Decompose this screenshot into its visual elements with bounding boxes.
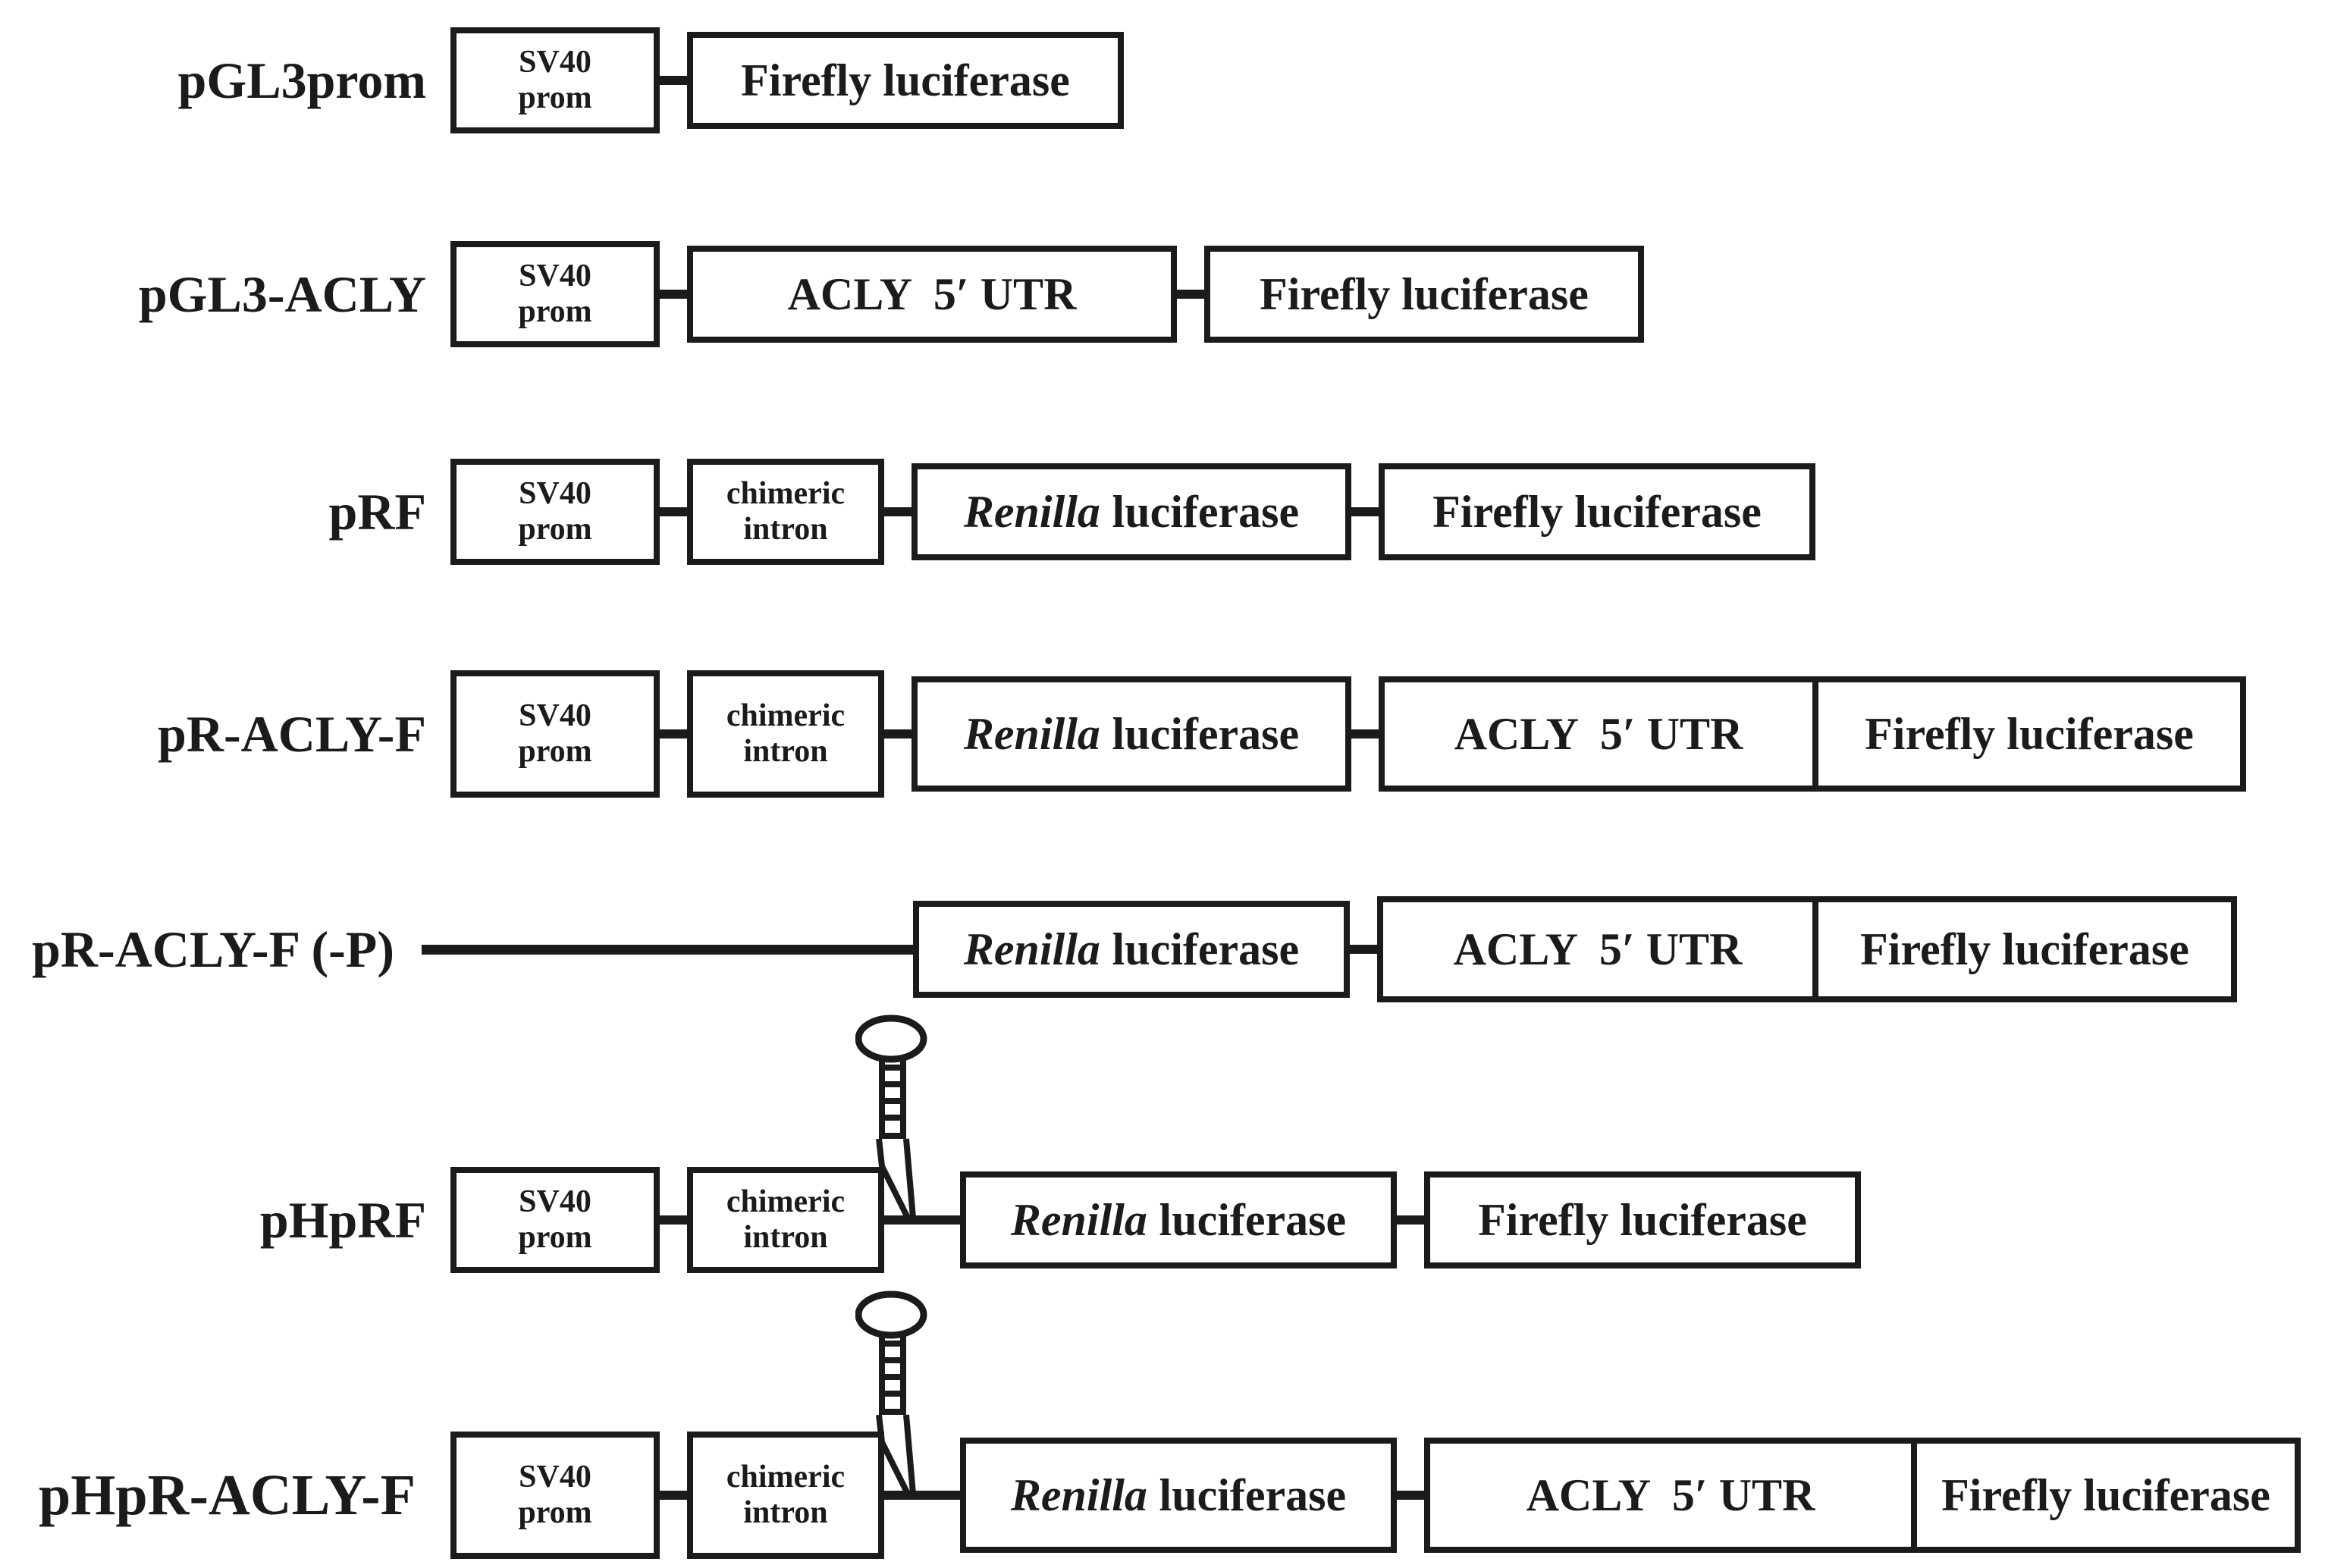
firefly-luciferase-box: Firefly luciferase [687, 32, 1124, 129]
sv40-promoter-text: SV40 prom [518, 44, 592, 115]
sv40-promoter-text: SV40 prom [518, 1184, 592, 1255]
connector [657, 1215, 687, 1225]
chimeric-intron-text: chimeric intron [726, 1459, 846, 1530]
firefly-luciferase-section: Firefly luciferase [1941, 1469, 2270, 1520]
construct-row-prf: pRF SV40 prom chimeric intron Renilla lu… [0, 459, 2325, 565]
hairpin-insertion-connector [881, 1491, 960, 1500]
construct-label: pR-ACLY-F [158, 704, 426, 763]
construct-label: pHpRF [259, 1190, 426, 1249]
chimeric-intron-box: chimeric intron [687, 1432, 884, 1559]
firefly-luciferase-box: Firefly luciferase [1424, 1171, 1861, 1269]
firefly-luciferase-section: Firefly luciferase [1860, 924, 2189, 974]
connector [1394, 1491, 1424, 1500]
acly-5utr-section: ACLY 5′ UTR [1453, 924, 1743, 974]
firefly-luciferase-box: Firefly luciferase [1379, 463, 1815, 560]
connector [881, 729, 911, 739]
acly-5utr-section: ACLY 5′ UTR [1526, 1469, 1815, 1520]
connector [1394, 1215, 1424, 1225]
renilla-luciferase-box: Renilla luciferase [911, 463, 1351, 560]
chimeric-intron-box: chimeric intron [687, 459, 884, 565]
connector [881, 507, 911, 516]
construct-label: pGL3prom [177, 51, 426, 109]
sv40-promoter-text: SV40 prom [518, 258, 592, 329]
chimeric-intron-text: chimeric intron [726, 1184, 846, 1255]
renilla-luciferase-box: Renilla luciferase [911, 676, 1351, 792]
acly-utr-firefly-fusion-box: ACLY 5′ UTR Firefly luciferase [1379, 676, 2246, 792]
construct-row-pr-acly-f: pR-ACLY-F SV40 prom chimeric intron Reni… [0, 670, 2325, 798]
connector [657, 290, 687, 299]
hairpin-icon [855, 1290, 927, 1497]
construct-row-pgl3-acly: pGL3-ACLY SV40 prom ACLY 5′ UTR Firefly … [0, 241, 2325, 347]
construct-label: pGL3-ACLY [138, 265, 426, 323]
box-divider [1812, 902, 1818, 996]
renilla-luciferase-box: Renilla luciferase [960, 1438, 1397, 1553]
renilla-luciferase-box: Renilla luciferase [960, 1171, 1397, 1269]
sv40-promoter-box: SV40 prom [450, 1167, 660, 1273]
chimeric-intron-box: chimeric intron [687, 1167, 884, 1273]
connector [657, 76, 687, 85]
promoterless-backbone-line [422, 945, 913, 955]
construct-row-pgl3prom: pGL3prom SV40 prom Firefly luciferase [0, 27, 2325, 133]
chimeric-intron-text: chimeric intron [726, 475, 846, 547]
sv40-promoter-box: SV40 prom [450, 670, 660, 798]
connector [657, 507, 687, 516]
acly-utr-firefly-fusion-box: ACLY 5′ UTR Firefly luciferase [1377, 896, 2237, 1002]
sv40-promoter-text: SV40 prom [518, 698, 592, 769]
sv40-promoter-box: SV40 prom [450, 459, 660, 565]
sv40-promoter-text: SV40 prom [518, 475, 592, 547]
acly-5utr-section: ACLY 5′ UTR [1454, 708, 1743, 759]
firefly-luciferase-box: Firefly luciferase [1204, 246, 1644, 343]
connector [657, 1491, 687, 1500]
box-divider [1812, 682, 1818, 786]
construct-label: pHpR-ACLY-F [39, 1463, 416, 1527]
sv40-promoter-box: SV40 prom [450, 1432, 660, 1559]
box-divider [1911, 1444, 1917, 1547]
construct-row-pr-acly-f-minus-p: pR-ACLY-F (-P) Renilla luciferase ACLY 5… [0, 896, 2325, 1002]
firefly-luciferase-section: Firefly luciferase [1865, 708, 2194, 759]
construct-row-phpr-acly-f: pHpR-ACLY-F SV40 prom chimeric intron Re… [0, 1432, 2325, 1559]
connector [1348, 729, 1379, 739]
connector [1348, 507, 1379, 516]
hairpin-insertion-connector [881, 1215, 960, 1225]
renilla-luciferase-box: Renilla luciferase [913, 901, 1350, 998]
hairpin-icon [855, 1014, 927, 1221]
chimeric-intron-box: chimeric intron [687, 670, 884, 798]
connector [1174, 290, 1204, 299]
construct-label: pR-ACLY-F (-P) [32, 920, 394, 978]
construct-row-phprf: pHpRF SV40 prom chimeric intron Renilla … [0, 1167, 2325, 1273]
connector [657, 729, 687, 739]
connector [1347, 945, 1377, 954]
sv40-promoter-text: SV40 prom [518, 1459, 592, 1530]
acly-5utr-box: ACLY 5′ UTR [687, 246, 1177, 343]
chimeric-intron-text: chimeric intron [726, 698, 846, 769]
construct-label: pRF [328, 482, 426, 541]
sv40-promoter-box: SV40 prom [450, 27, 660, 133]
acly-utr-firefly-fusion-box: ACLY 5′ UTR Firefly luciferase [1424, 1438, 2301, 1553]
sv40-promoter-box: SV40 prom [450, 241, 660, 347]
